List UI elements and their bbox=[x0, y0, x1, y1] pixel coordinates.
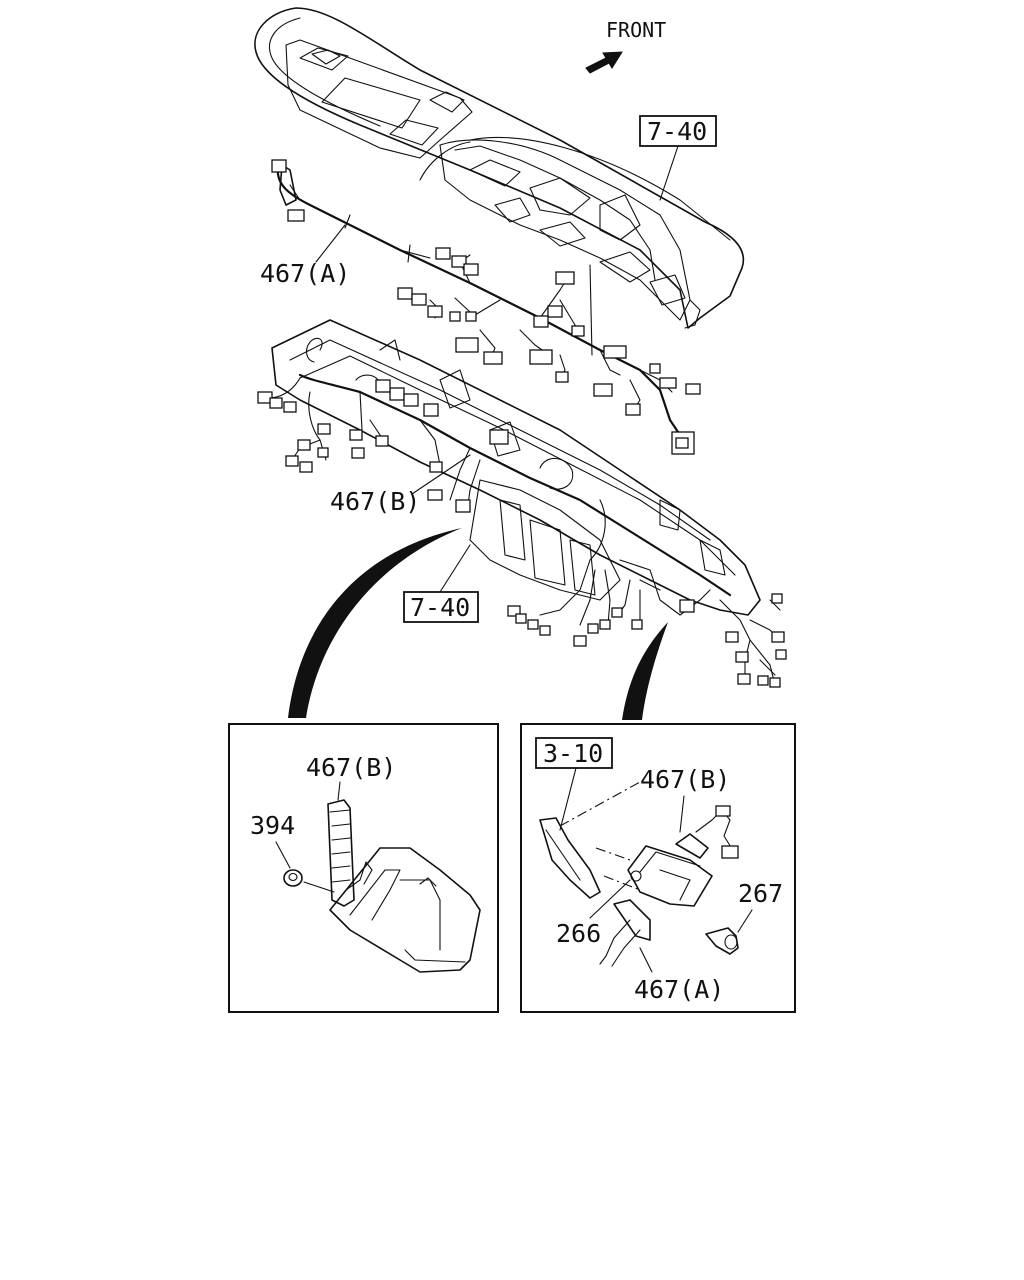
part-267-bolt bbox=[705, 927, 739, 955]
harness-467b-detail-connector-right bbox=[675, 833, 709, 859]
detail-pointer-left bbox=[288, 528, 462, 718]
harness-467a: 467(A) bbox=[260, 159, 701, 455]
harness-467a-detail-connector bbox=[613, 899, 651, 941]
callout-467a-main: 467(A) bbox=[260, 259, 350, 288]
callout-467a-right-panel: 467(A) bbox=[634, 975, 724, 1004]
detail-panel-right-frame bbox=[520, 723, 796, 1013]
part-266-module bbox=[627, 845, 713, 907]
dashboard-upper-panel bbox=[254, 7, 745, 329]
front-label: FRONT bbox=[606, 18, 666, 42]
callout-467b-right-panel: 467(B) bbox=[640, 765, 730, 794]
callout-267: 267 bbox=[738, 879, 783, 908]
harness-467b-detail-connector bbox=[327, 799, 355, 907]
detail-panel-left: 467(B) 394 bbox=[228, 723, 499, 1013]
ref-box-lower-frame bbox=[403, 591, 479, 623]
part-394-nut bbox=[283, 869, 303, 887]
bracket-detail bbox=[329, 847, 481, 973]
harness-467b: 467(B) bbox=[257, 373, 787, 688]
detail-panel-right: 3-10 467(B) 267 266 467(A) bbox=[520, 723, 796, 1013]
front-arrow-icon bbox=[585, 51, 623, 74]
ref-box-lower-label: 7-40 bbox=[410, 593, 470, 622]
ref-box-top-label: 7-40 bbox=[647, 117, 707, 146]
ref-box-top: 7-40 bbox=[639, 115, 717, 201]
callout-467b-main: 467(B) bbox=[330, 487, 420, 516]
detail-pointer-right bbox=[622, 622, 668, 720]
callout-266: 266 bbox=[556, 919, 601, 948]
callout-394: 394 bbox=[250, 811, 295, 840]
detail-pointers bbox=[288, 528, 668, 720]
front-indicator: FRONT bbox=[585, 18, 666, 74]
dashboard-cross-member bbox=[271, 319, 761, 616]
callout-467b-left-panel: 467(B) bbox=[306, 753, 396, 782]
ref-box-right-panel-label: 3-10 bbox=[543, 739, 603, 768]
ref-box-right-panel-frame bbox=[535, 737, 613, 769]
bracket-3-10 bbox=[539, 817, 601, 899]
ref-box-lower: 7-40 bbox=[403, 544, 479, 623]
